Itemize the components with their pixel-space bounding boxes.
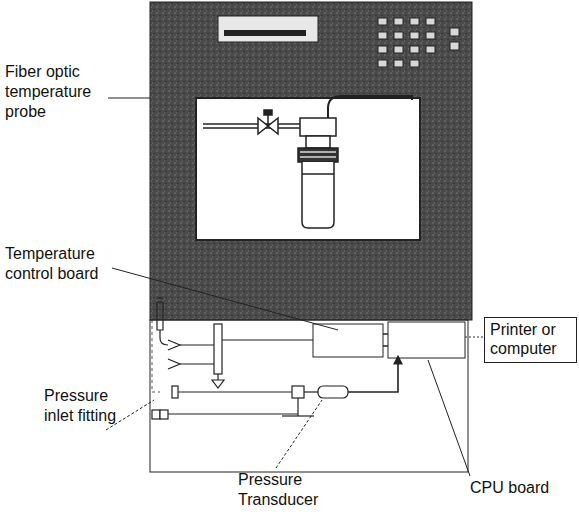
sample-cell xyxy=(203,96,412,228)
temperature-control-board xyxy=(313,324,383,357)
callout-label: Fiber optic temperature probe xyxy=(5,62,117,122)
instrument-housing xyxy=(150,2,472,320)
display-window xyxy=(218,16,318,42)
callout-label: CPU board xyxy=(470,478,575,498)
plumbing-schematic xyxy=(152,298,402,419)
sample-window xyxy=(196,98,420,240)
box-text: Printer or computer xyxy=(485,318,576,359)
callout-label: Pressure Transducer xyxy=(238,470,348,510)
display-bar xyxy=(224,30,306,36)
board-connector xyxy=(383,334,388,346)
chassis-outline xyxy=(150,320,468,472)
fiber-line xyxy=(152,100,196,392)
device-box: Printer or computer xyxy=(484,317,577,363)
keypad xyxy=(378,18,459,67)
cpu-board xyxy=(388,322,465,358)
leader-lines xyxy=(106,98,470,476)
data-link xyxy=(465,337,484,338)
callout-label: Temperature control board xyxy=(5,244,117,284)
callout-label: Pressure inlet fitting xyxy=(44,386,124,426)
